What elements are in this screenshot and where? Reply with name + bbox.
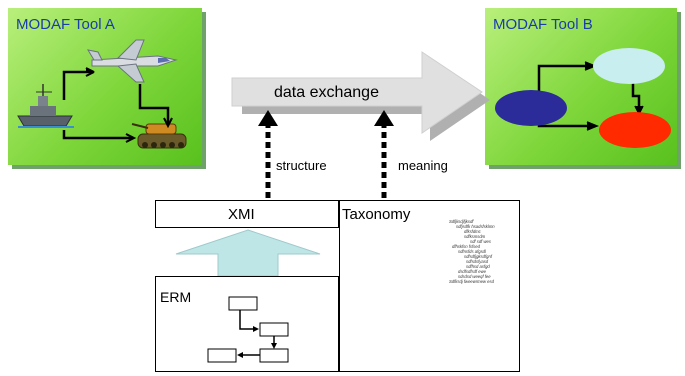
erm-entity-1 xyxy=(228,296,258,311)
taxonomy-line: dsdfsdfsdf ewe xyxy=(458,269,486,274)
ship-icon xyxy=(17,84,74,128)
taxonomy-line: sdfsdfjgksdfgnf xyxy=(464,254,492,259)
erm-box: ERM xyxy=(155,276,339,372)
taxonomy-line: sdfksmsdm xyxy=(464,234,486,239)
erm-entity-2 xyxy=(259,322,289,337)
xmi-label: XMI xyxy=(228,206,255,223)
navy-node xyxy=(495,90,567,126)
data-exchange-label: data exchange xyxy=(274,84,379,101)
structure-arrowhead-icon xyxy=(258,110,278,126)
taxonomy-line: sdfsdsfyasd xyxy=(466,259,489,264)
jet-icon xyxy=(86,39,178,83)
tool-b-panel: MODAF Tool B xyxy=(485,8,677,165)
erm-label: ERM xyxy=(160,289,192,305)
taxonomy-line: Sdfjksdjfjksdf xyxy=(449,219,474,224)
tool-a-panel: MODAF Tool A xyxy=(8,8,202,165)
meaning-label: meaning xyxy=(398,158,448,173)
taxonomy-label: Taxonomy xyxy=(342,206,411,223)
ship-to-jet-connector xyxy=(62,70,92,100)
tool-a-title: MODAF Tool A xyxy=(16,16,115,33)
erm-entity-3 xyxy=(259,348,289,363)
taxonomy-line: dfhskfsn fsfsed xyxy=(452,244,480,249)
xmi-box: XMI xyxy=(155,200,339,228)
taxonomy-line: Sdfksdj fweewrmew esd xyxy=(449,279,494,284)
node-connector-right xyxy=(631,80,641,110)
taxonomy-line: sdfnsfds afgsdl xyxy=(458,249,486,254)
taxonomy-line: sdsdsd weeqf fee xyxy=(458,274,491,279)
taxonomy-line: sdfjsdfk hsadsfsklmn xyxy=(456,224,495,229)
meaning-arrowhead-icon xyxy=(374,110,394,126)
light-blue-node xyxy=(593,48,665,84)
erm-diagram xyxy=(207,296,289,363)
tank-icon xyxy=(131,123,187,149)
tool-a-illustration xyxy=(17,39,187,149)
erm-entity-4 xyxy=(207,348,237,363)
red-node xyxy=(599,112,671,148)
tool-b-diagram xyxy=(495,48,671,148)
taxonomy-line: dfksfdmc xyxy=(464,229,481,234)
taxonomy-box: Taxonomy Sdfjksdjfjksdf sdfjsdfk hsadsfs… xyxy=(339,200,520,372)
taxonomy-line: sdf sdf wes xyxy=(470,239,491,244)
tool-b-title: MODAF Tool B xyxy=(493,16,593,33)
jet-to-tank-connector xyxy=(138,84,170,124)
structure-label: structure xyxy=(276,158,327,173)
up-arrow-shape xyxy=(175,229,321,277)
taxonomy-line: sdfhsd asfgd xyxy=(466,264,490,269)
ship-to-tank-connector xyxy=(62,130,132,140)
